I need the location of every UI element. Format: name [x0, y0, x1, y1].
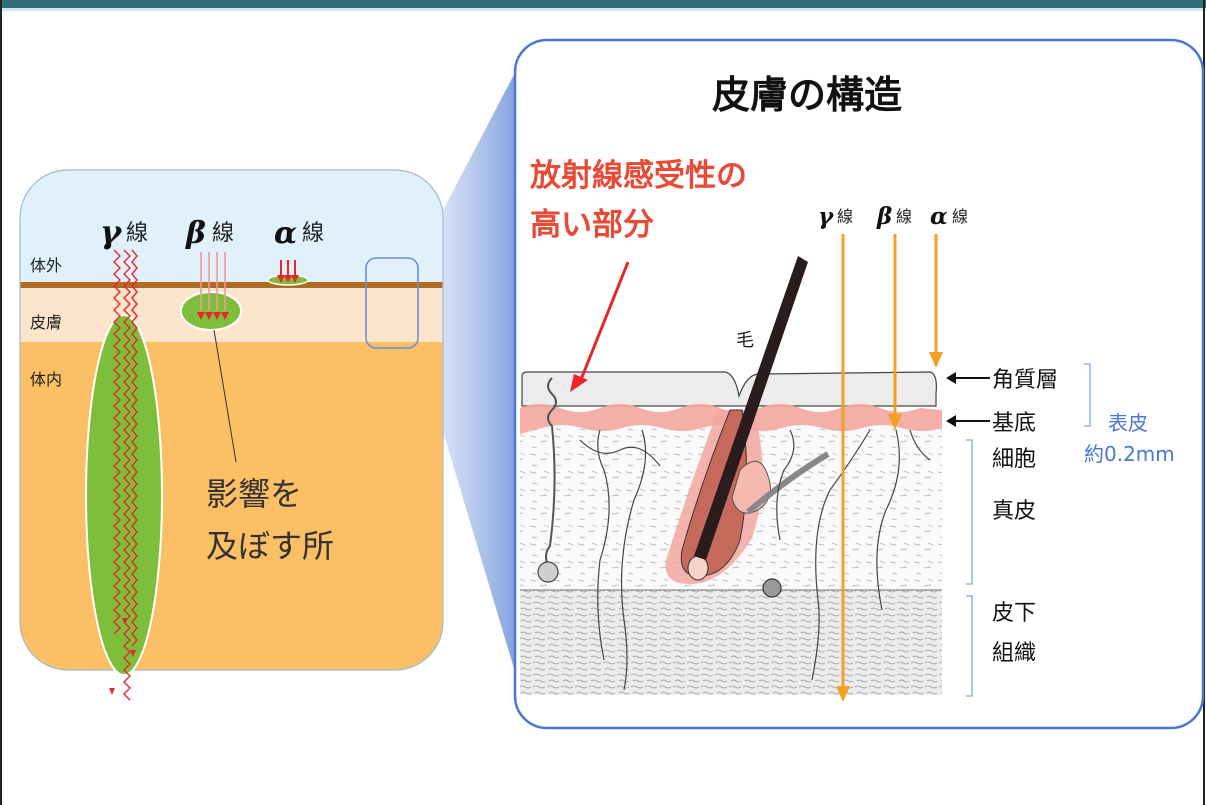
alpha-ray-suffix: 線	[302, 221, 324, 246]
slide-header-bar	[0, 0, 1206, 8]
dermal-vessels	[579, 429, 931, 691]
right-alpha-symbol: α	[930, 203, 948, 230]
epidermis-label: 表皮	[1108, 411, 1148, 435]
basal-pointer-head	[946, 415, 956, 427]
right-gamma-symbol: γ	[818, 203, 835, 230]
effect-label-line2: 及ぼす所	[206, 527, 334, 565]
outside-layer	[20, 170, 443, 282]
hair-gland-coil	[762, 578, 782, 598]
sensitive-pointer-arrowhead	[570, 374, 588, 392]
arrector-muscle	[746, 451, 830, 515]
right-beta-arrowhead	[888, 414, 902, 430]
sensitive-label-line1: 放射線感受性の	[529, 158, 747, 194]
right-beta-suffix: 線	[896, 207, 912, 226]
slide-header-bar-highlight	[0, 8, 1206, 11]
sensitive-label-line2: 高い部分	[530, 207, 654, 243]
right-gamma-suffix: 線	[837, 207, 853, 226]
dermis-label: 真皮	[992, 499, 1036, 524]
gamma-ray-suffix: 線	[126, 221, 148, 246]
gamma-ray-wave-1	[113, 249, 121, 635]
basal-label-line1: 基底	[992, 411, 1036, 436]
skin-surface-line	[20, 282, 443, 288]
panel-title: 皮膚の構造	[712, 73, 902, 117]
left-panel-border	[19, 169, 444, 671]
sensitive-pointer-line	[578, 261, 630, 383]
basal-label-line2: 細胞	[992, 447, 1036, 472]
zoom-connector	[418, 44, 530, 722]
sweat-gland-coil	[537, 561, 559, 583]
subcutis-texture	[520, 590, 942, 695]
gamma-arrowhead-3	[109, 688, 115, 695]
alpha-rays	[280, 260, 296, 276]
right-panel-border	[513, 38, 1205, 730]
effect-leader-line	[213, 329, 237, 463]
gamma-ray-wave-3	[131, 249, 138, 647]
stratum-corneum-label: 角質層	[992, 368, 1058, 393]
subcutis-bracket	[966, 595, 973, 697]
subcutis-label-line1: 皮下	[992, 601, 1036, 626]
right-alpha-arrowhead	[929, 352, 943, 368]
beta-symbol: β	[185, 216, 206, 251]
gamma-arrowhead-1	[122, 618, 128, 625]
alpha-symbol: α	[274, 216, 297, 251]
slide-border-left	[0, 0, 2, 805]
stratum-corneum	[521, 371, 937, 407]
zoom-source-box	[365, 257, 419, 349]
gamma-effect-area	[85, 314, 163, 676]
beta-ray-suffix: 線	[212, 221, 234, 246]
epidermis-thickness-label: 約0.2mm	[1084, 442, 1175, 466]
hair-label: 毛	[736, 330, 754, 351]
label-inside: 体内	[30, 370, 62, 389]
beta-effect-area	[180, 291, 242, 331]
right-panel: 皮膚の構造 放射線感受性の 高い部分 毛 γ 線 β 線 α 線	[513, 38, 1205, 730]
right-beta-symbol: β	[876, 203, 892, 230]
hair-shaft	[694, 256, 808, 560]
alpha-arrowheads	[277, 275, 299, 283]
right-alpha-suffix: 線	[952, 207, 968, 226]
sweat-duct	[545, 377, 557, 569]
dermis-bracket	[966, 439, 973, 585]
left-panel: 体外 皮膚 体内 γ 線 β 線 α 線	[19, 169, 444, 701]
label-outside: 体外	[30, 256, 62, 275]
gamma-arrowhead-2	[130, 650, 136, 657]
epidermis-bracket	[1084, 363, 1091, 427]
beta-arrowheads	[197, 312, 229, 320]
right-gamma-arrowhead	[836, 686, 850, 702]
gamma-ray-wave-2	[123, 249, 131, 701]
gamma-symbol: γ	[100, 213, 123, 251]
label-skin: 皮膚	[30, 313, 62, 332]
subcutis-label-line2: 組織	[992, 641, 1036, 666]
effect-label-line1: 影響を	[206, 475, 302, 513]
corneum-pointer-head	[946, 372, 956, 384]
beta-rays	[200, 252, 226, 311]
